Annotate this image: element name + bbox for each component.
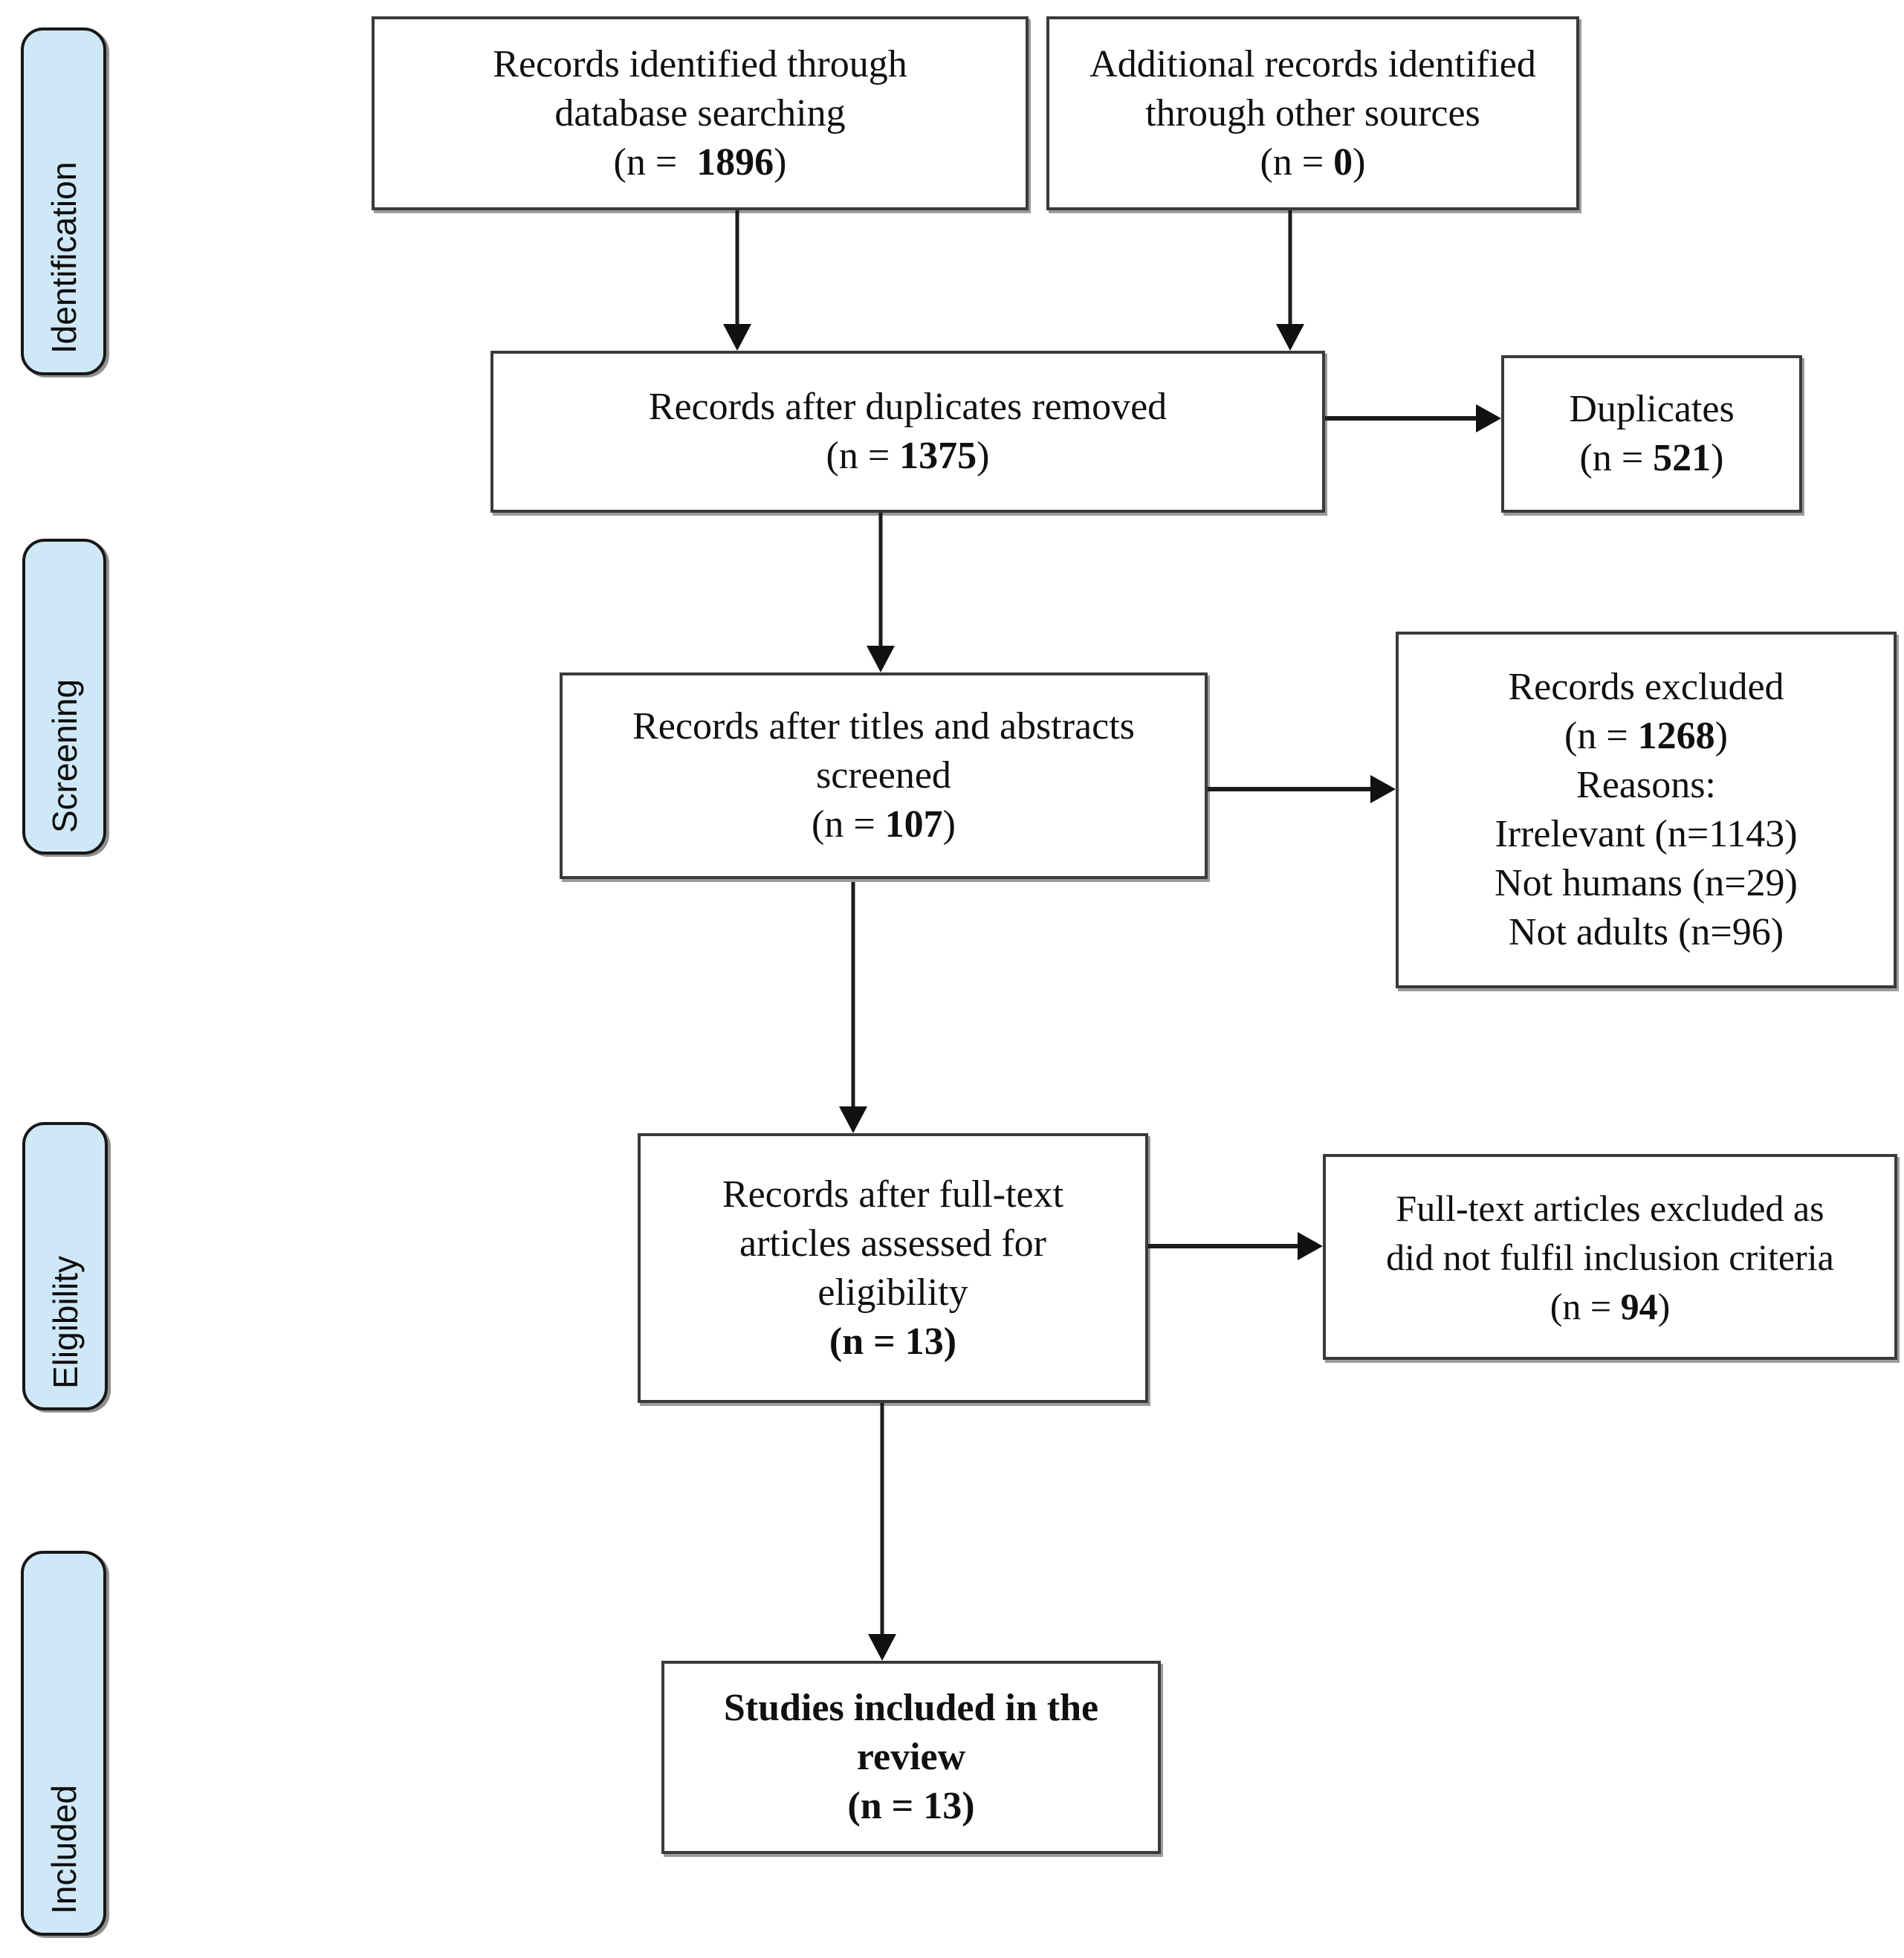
- stage-label-identification: Identification: [21, 27, 106, 375]
- n-prefix: (n =: [1564, 715, 1638, 757]
- box-additional-records-line2: through other sources: [1145, 91, 1480, 134]
- arrow-assessed-to-included: [867, 1403, 897, 1661]
- box-excluded-reason-not-adults: Not adults (n=96): [1508, 911, 1784, 953]
- arrow-head: [839, 1106, 867, 1133]
- n-prefix: (n =: [1260, 140, 1334, 184]
- box-records-excluded: Records excluded (n = 1268) Reasons: Irr…: [1396, 632, 1897, 988]
- arrow-shaft: [1325, 416, 1480, 421]
- stage-label-included-text: Included: [44, 1785, 83, 1914]
- n-prefix: (n =: [613, 140, 697, 184]
- n-value: 13: [923, 1785, 962, 1827]
- box-additional-records: Additional records identified through ot…: [1046, 16, 1579, 210]
- box-excluded-line1: Records excluded: [1508, 666, 1784, 708]
- arrow-screened-to-excluded: [1208, 773, 1396, 805]
- box-screened-count: (n = 107): [812, 800, 956, 849]
- arrow-shaft: [1288, 210, 1292, 328]
- n-suffix: ): [1353, 140, 1366, 184]
- box-records-identified-line2: database searching: [554, 91, 846, 134]
- box-excluded-reasons-label: Reasons:: [1576, 764, 1716, 806]
- box-additional-records-line1: Additional records identified: [1089, 42, 1536, 85]
- arrow-deduplicated-to-duplicates: [1325, 402, 1501, 435]
- n-value: 0: [1333, 140, 1353, 184]
- box-excluded-reason-irrelevant: Irrelevant (n=1143): [1495, 813, 1798, 855]
- arrow-shaft: [878, 513, 883, 650]
- box-fulltext-excluded: Full-text articles excluded as did not f…: [1323, 1154, 1897, 1360]
- stage-label-identification-text: Identification: [44, 161, 83, 354]
- arrow-shaft: [1208, 787, 1375, 791]
- n-suffix: ): [942, 803, 956, 846]
- stage-label-included: Included: [21, 1551, 106, 1936]
- n-prefix: (n =: [1550, 1285, 1621, 1327]
- stage-label-screening: Screening: [22, 539, 106, 855]
- box-assessed-count: (n = 13): [829, 1317, 956, 1367]
- box-excluded-reason-not-humans: Not humans (n=29): [1495, 862, 1798, 904]
- box-records-identified: Records identified through database sear…: [372, 16, 1029, 210]
- n-prefix: (n =: [812, 803, 885, 846]
- n-prefix: (n =: [847, 1785, 924, 1827]
- box-included-count: (n = 13): [847, 1782, 974, 1831]
- n-value: 521: [1653, 437, 1712, 479]
- box-studies-included: Studies included in the review (n = 13): [661, 1661, 1161, 1854]
- n-suffix: ): [774, 140, 787, 184]
- n-value: 13: [904, 1320, 944, 1363]
- box-assessed-line3: eligibility: [817, 1271, 968, 1314]
- box-records-identified-count: (n = 1896): [614, 138, 787, 187]
- box-fulltext-excluded-line2: did not fulfil inclusion criteria: [1386, 1236, 1834, 1278]
- stage-label-eligibility-text: Eligibility: [45, 1256, 85, 1389]
- n-value: 1268: [1637, 715, 1715, 757]
- arrow-head: [1298, 1232, 1323, 1260]
- arrow-deduplicated-to-screened: [866, 513, 896, 672]
- n-prefix: (n =: [829, 1320, 905, 1363]
- box-duplicates: Duplicates (n = 521): [1501, 355, 1802, 513]
- arrow-head: [723, 324, 751, 351]
- arrow-head: [1276, 324, 1304, 351]
- box-duplicates-line1: Duplicates: [1569, 388, 1735, 430]
- arrow-assessed-to-fulltext-excluded: [1148, 1230, 1323, 1262]
- box-screened-line2: screened: [816, 754, 951, 797]
- arrow-head: [867, 646, 895, 672]
- box-included-line1: Studies included in the: [723, 1687, 1099, 1729]
- box-duplicates-count: (n = 521): [1580, 434, 1724, 483]
- arrow-shaft: [735, 210, 739, 328]
- box-assessed-line1: Records after full-text: [722, 1173, 1064, 1216]
- arrow-additional-to-deduplicated: [1275, 210, 1305, 351]
- box-records-screened: Records after titles and abstracts scree…: [560, 672, 1208, 879]
- stage-label-eligibility: Eligibility: [22, 1122, 108, 1410]
- box-fulltext-excluded-count: (n = 94): [1550, 1282, 1671, 1331]
- arrow-shaft: [851, 882, 855, 1111]
- n-suffix: ): [1711, 437, 1724, 479]
- n-prefix: (n =: [1579, 437, 1654, 479]
- arrow-shaft: [1148, 1244, 1302, 1248]
- arrow-shaft: [880, 1403, 884, 1638]
- stage-label-screening-text: Screening: [45, 678, 84, 833]
- n-suffix: ): [977, 435, 990, 477]
- box-excluded-count: (n = 1268): [1564, 712, 1728, 761]
- arrow-screened-to-assessed: [838, 882, 868, 1133]
- n-value: 1375: [899, 435, 977, 477]
- box-additional-records-count: (n = 0): [1260, 138, 1366, 187]
- n-value: 94: [1620, 1285, 1658, 1327]
- n-suffix: ): [943, 1320, 957, 1363]
- n-suffix: ): [962, 1785, 975, 1827]
- arrow-head: [1370, 775, 1396, 803]
- box-screened-line1: Records after titles and abstracts: [632, 705, 1135, 748]
- n-value: 107: [884, 803, 943, 846]
- n-suffix: ): [1714, 715, 1728, 757]
- box-fulltext-assessed: Records after full-text articles assesse…: [638, 1133, 1148, 1403]
- box-fulltext-excluded-line1: Full-text articles excluded as: [1396, 1187, 1824, 1229]
- box-records-after-duplicates-removed: Records after duplicates removed (n = 13…: [490, 351, 1325, 513]
- n-prefix: (n =: [826, 435, 900, 477]
- box-deduplicated-count: (n = 1375): [826, 432, 990, 481]
- box-included-line2: review: [856, 1736, 966, 1778]
- n-suffix: ): [1657, 1285, 1671, 1327]
- box-records-identified-line1: Records identified through: [493, 42, 907, 85]
- arrow-identified-to-deduplicated: [722, 210, 752, 351]
- box-assessed-line2: articles assessed for: [739, 1222, 1046, 1265]
- box-deduplicated-line1: Records after duplicates removed: [648, 386, 1168, 428]
- n-value: 1896: [696, 140, 774, 184]
- arrow-head: [868, 1634, 896, 1661]
- arrow-head: [1476, 404, 1501, 432]
